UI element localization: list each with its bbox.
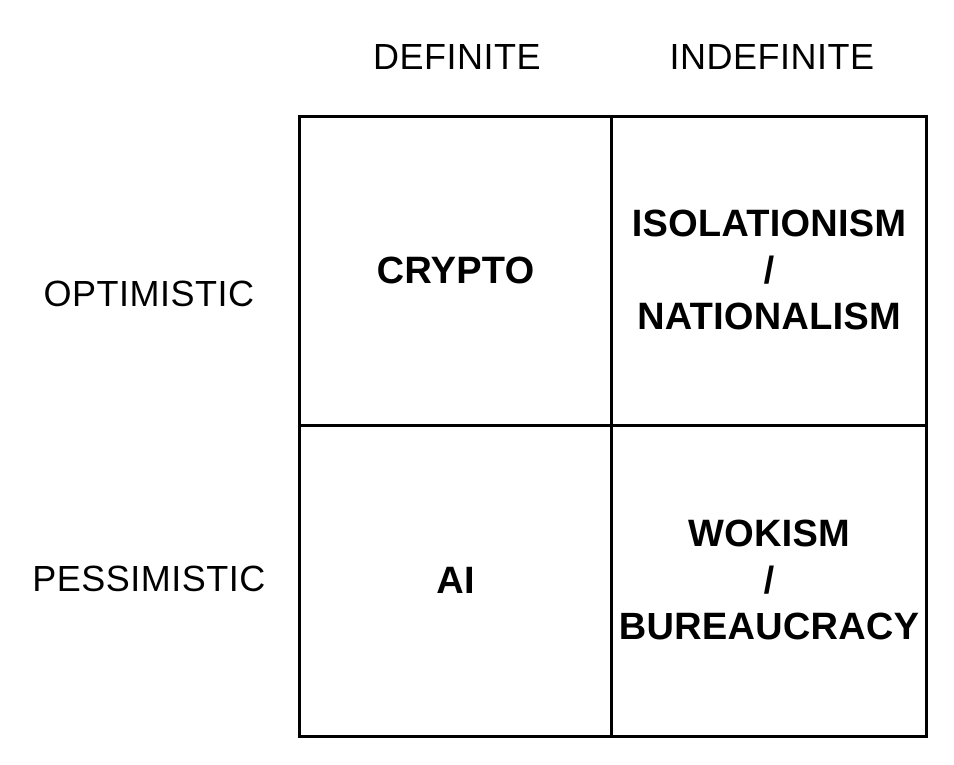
column-header-definite: DEFINITE [372,36,541,77]
cell-label-ai: AI [436,559,475,602]
row-label-optimistic: OPTIMISTIC [43,273,255,314]
cell-pessimistic-definite: AI [301,426,613,735]
cell-label-isolationism-nationalism: ISOLATIONISM / NATIONALISM [631,203,907,338]
cell-pessimistic-indefinite: WOKISM / BUREAUCRACY [613,427,925,736]
cell-optimistic-indefinite: ISOLATIONISM / NATIONALISM [613,118,925,427]
cell-label-crypto: CRYPTO [376,249,535,292]
cell-optimistic-definite: CRYPTO [301,118,613,427]
row-label-pessimistic: PESSIMISTIC [32,558,266,599]
matrix-grid: CRYPTO ISOLATIONISM / NATIONALISM AI WOK… [298,115,928,738]
column-header-indefinite: INDEFINITE [669,36,875,77]
cell-label-wokism-bureaucracy: WOKISM / BUREAUCRACY [618,513,920,648]
